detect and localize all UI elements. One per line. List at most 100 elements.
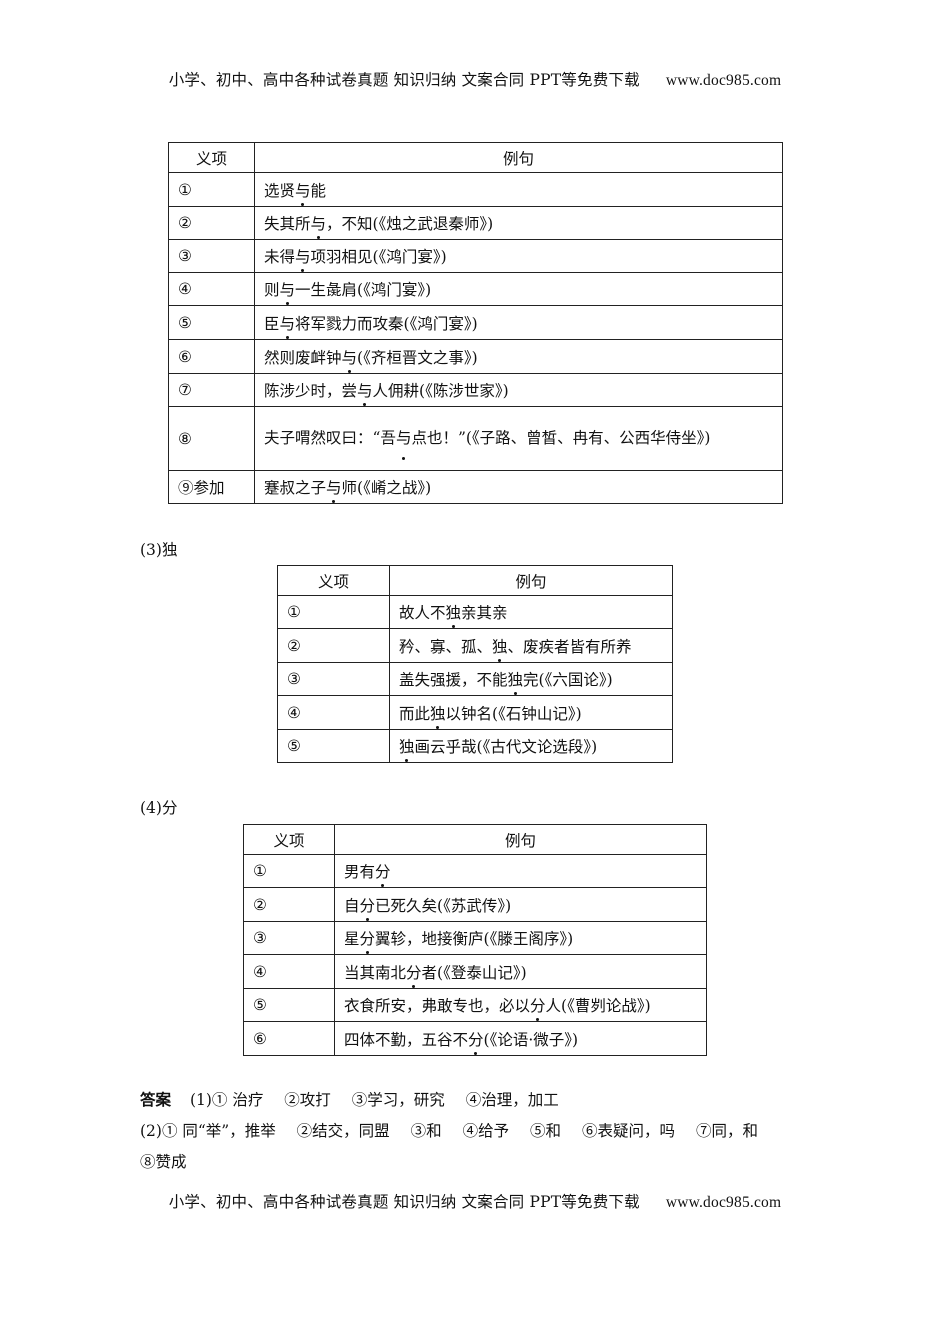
sense-cell: ⑦ [168,373,255,407]
sense-cell: ③ [168,239,255,273]
header-sense: 义项 [168,142,255,173]
sense-cell: ⑤ [168,305,255,340]
emphasized-character: 独 [492,635,508,662]
sense-cell: ② [243,887,335,922]
example-text: 臣 [264,314,280,333]
emphasized-character: 独 [446,601,461,628]
example-text: 当其南北 [344,963,407,982]
footer-text: 小学、初中、高中各种试卷真题 知识归纳 文案合同 PPT等免费下载 [168,1193,640,1211]
emphasized-character: 独 [399,735,415,762]
sense-cell: ⑤ [277,729,390,763]
emphasized-character: 与 [326,476,342,503]
answer-item: ⑤和 [530,1122,562,1140]
answer-item: ③学习，研究 [351,1091,445,1109]
example-text: 而此 [399,704,431,723]
example-cell: 故人不独亲其亲 [389,595,673,629]
example-text: 师(《崤之战》) [341,479,432,497]
example-cell: 盖失强援，不能独完(《六国论》) [389,662,673,696]
sense-cell: ③ [243,921,335,955]
example-cell: 四体不勤，五谷不分(《论语·微子》) [334,1021,707,1056]
sense-cell: ⑥ [243,1021,335,1056]
example-text: 衣食所安，弗敢专也，必以 [344,997,531,1015]
table-row: ④ 当其南北分者(《登泰山记》) [243,954,707,989]
answer-item: ③和 [410,1122,442,1140]
page-footer: 小学、初中、高中各种试卷真题 知识归纳 文案合同 PPT等免费下载 www.doc… [0,1190,950,1212]
sense-cell: ① [168,172,255,207]
sense-cell: ② [168,206,255,240]
sense-cell: ⑧ [168,406,255,471]
emphasized-character: 分 [360,894,375,921]
example-text: 完(《六国论》) [523,671,613,689]
emphasized-character: 与 [280,312,295,339]
answer-line-3: ⑧赞成 [140,1153,187,1171]
section-title-du: (3)独 [140,541,178,559]
example-cell: 衣食所安，弗敢专也，必以分人(《曹刿论战》) [334,988,707,1022]
emphasized-character: 与 [311,212,326,239]
example-text: 自 [344,896,360,915]
header-sense: 义项 [277,565,390,596]
answer-item: ④治理，加工 [465,1091,559,1109]
example-text: (《齐桓晋文之事》) [357,348,478,367]
example-text: 四体不勤，五谷不 [344,1030,469,1049]
sense-cell: ① [243,854,335,888]
sense-cell: ④ [168,272,255,306]
table-header-row: 义项 例句 [243,824,707,855]
sense-cell: ④ [243,954,335,989]
sense-cell: ⑤ [243,988,335,1022]
emphasized-character: 分 [406,961,422,988]
example-text: 、废疾者皆有所养 [507,637,632,656]
emphasized-character: 分 [530,994,546,1021]
example-text: 人(《曹刿论战》) [545,997,651,1015]
example-cell: 矜、寡、孤、独、废疾者皆有所养 [389,628,673,663]
section-title-fen: (4)分 [140,799,178,817]
sense-cell: ② [277,628,390,663]
emphasized-character: 独 [430,702,446,729]
example-text: 蹇叔之子 [264,479,327,497]
example-text: 者(《登泰山记》) [421,963,527,982]
header-example: 例句 [334,824,707,855]
table-header-row: 义项 例句 [277,565,673,596]
sense-cell: ⑥ [168,339,255,374]
answer-item: ②攻打 [284,1091,331,1109]
example-text: 画云乎哉(《古代文论选段》) [414,738,598,756]
emphasized-character: 与 [295,245,311,272]
example-text: ，不知(《烛之武退秦师》) [326,215,494,233]
example-text: 男有 [344,863,376,881]
example-cell: 失其所与，不知(《烛之武退秦师》) [254,206,783,240]
example-cell: 夫子喟然叹曰：“吾与点也！”(《子路、曾皙、冉有、公西华侍坐》) [254,406,783,471]
example-cell: 然则废衅钟与(《齐桓晋文之事》) [254,339,783,374]
example-cell: 选贤与能 [254,172,783,207]
sense-cell: ⑨参加 [168,470,255,504]
example-text: 则 [264,281,280,299]
sense-cell: ③ [277,662,390,696]
answer-line-1: 答案 (1)① 治疗 ②攻打 ③学习，研究 ④治理，加工 [140,1088,559,1110]
example-text: 盖失强援，不能 [399,671,508,689]
example-text: 已死久矣(《苏武传》) [375,896,512,915]
header-url[interactable]: www.doc985.com [665,72,782,89]
footer-url[interactable]: www.doc985.com [665,1194,782,1211]
example-text: (《论语·微子》) [483,1030,579,1049]
answer-item: ④给予 [462,1122,510,1140]
example-text: 失其所 [264,215,311,233]
example-text: 选贤 [264,181,296,200]
example-text: 然则废衅钟 [264,348,342,367]
answer-item: ⑦同，和 [695,1122,758,1140]
example-text: 以钟名(《石钟山记》) [445,704,582,723]
answer-label: 答案 [140,1090,172,1109]
example-text: 翼轸，地接衡庐(《滕王阁序》) [375,930,574,948]
